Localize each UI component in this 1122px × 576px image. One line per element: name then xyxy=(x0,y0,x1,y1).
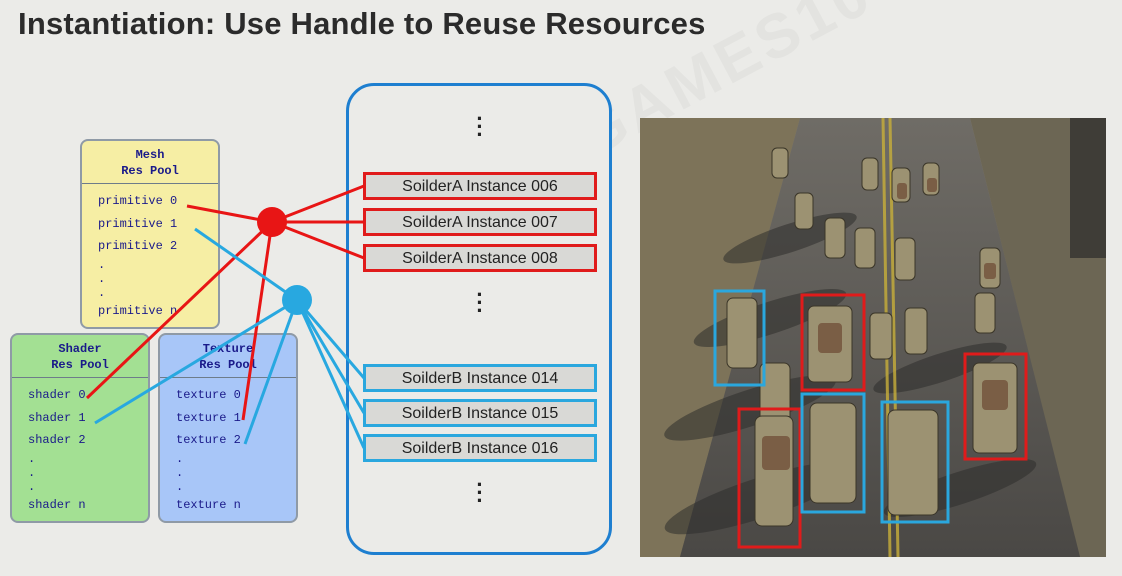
mesh-pool-item: primitive 0 xyxy=(98,194,178,208)
texture-pool-item: . xyxy=(176,465,184,480)
box-red-3 xyxy=(737,407,802,549)
ellipsis-middle: ··· xyxy=(476,282,484,323)
wire-a-shader0 xyxy=(85,220,274,400)
mesh-pool-item: . xyxy=(98,257,106,272)
instance-soilder-b-015[interactable]: SoilderB Instance 015 xyxy=(363,399,597,427)
ellipsis-bottom: ··· xyxy=(476,472,484,513)
wire-a-006 xyxy=(271,184,365,224)
wire-b-shader1 xyxy=(94,298,298,425)
box-red-1 xyxy=(800,293,866,392)
wire-b-primitive1 xyxy=(194,227,298,302)
texture-pool-title: Texture xyxy=(202,342,254,356)
mesh-res-pool: Mesh Res Pool primitive 0 primitive 1 pr… xyxy=(80,139,220,329)
instance-list-container xyxy=(346,83,612,555)
shader-pool-header: Shader Res Pool xyxy=(12,335,148,378)
texture-pool-item: texture n xyxy=(176,497,241,512)
wire-b-014 xyxy=(295,299,366,379)
wire-b-015 xyxy=(295,299,366,414)
mesh-pool-item: primitive 2 xyxy=(98,239,178,254)
instance-soilder-b-014[interactable]: SoilderB Instance 014 xyxy=(363,364,597,392)
box-red-2 xyxy=(963,352,1028,461)
wire-a-texture1 xyxy=(241,221,274,421)
shader-pool-item: shader 1 xyxy=(28,410,86,425)
instance-soilder-a-006[interactable]: SoilderA Instance 006 xyxy=(363,172,597,200)
slide-title: Instantiation: Use Handle to Reuse Resou… xyxy=(18,6,706,41)
wire-b-texture2 xyxy=(243,299,299,445)
texture-pool-item: texture 2 xyxy=(176,433,241,448)
mesh-pool-item: . xyxy=(98,285,106,300)
texture-pool-item: texture 0 xyxy=(176,388,241,402)
box-blue-1 xyxy=(713,289,766,387)
texture-pool-header: Texture Res Pool xyxy=(160,335,296,378)
texture-pool-subtitle: Res Pool xyxy=(199,358,257,372)
shader-pool-title: Shader xyxy=(58,342,102,356)
handle-b-node xyxy=(282,285,312,315)
texture-pool-item: texture 1 xyxy=(176,410,241,425)
mesh-pool-title: Mesh xyxy=(135,148,165,162)
instance-soilder-a-007[interactable]: SoilderA Instance 007 xyxy=(363,208,597,236)
soldiers-scene-image xyxy=(640,118,1106,557)
shader-pool-item: shader 2 xyxy=(28,433,86,448)
shader-pool-item: shader n xyxy=(28,497,86,512)
box-blue-3 xyxy=(880,400,950,524)
texture-pool-item: . xyxy=(176,479,184,494)
handle-a-node xyxy=(257,207,287,237)
mesh-pool-header: Mesh Res Pool xyxy=(82,141,218,184)
soldiers-game-screenshot xyxy=(640,118,1106,557)
shader-pool-item: shader 0 xyxy=(28,388,86,402)
instance-soilder-b-016[interactable]: SoilderB Instance 016 xyxy=(363,434,597,462)
shader-pool-item: . xyxy=(28,451,36,466)
wire-a-008 xyxy=(271,220,365,260)
shader-res-pool: Shader Res Pool shader 0 shader 1 shader… xyxy=(10,333,150,523)
texture-pool-item: . xyxy=(176,451,184,466)
handle-a-wires xyxy=(85,184,365,421)
wire-b-016 xyxy=(295,299,366,449)
mesh-pool-item: primitive n xyxy=(98,303,178,318)
ellipsis-top: ··· xyxy=(476,106,484,147)
shader-pool-item: . xyxy=(28,479,36,494)
shader-pool-item: . xyxy=(28,465,36,480)
mesh-pool-subtitle: Res Pool xyxy=(121,164,179,178)
mesh-pool-item: . xyxy=(98,271,106,286)
mesh-pool-item: primitive 1 xyxy=(98,216,178,231)
box-blue-2 xyxy=(800,392,866,514)
shader-pool-subtitle: Res Pool xyxy=(51,358,109,372)
handle-b-wires xyxy=(94,227,366,449)
instance-soilder-a-008[interactable]: SoilderA Instance 008 xyxy=(363,244,597,272)
